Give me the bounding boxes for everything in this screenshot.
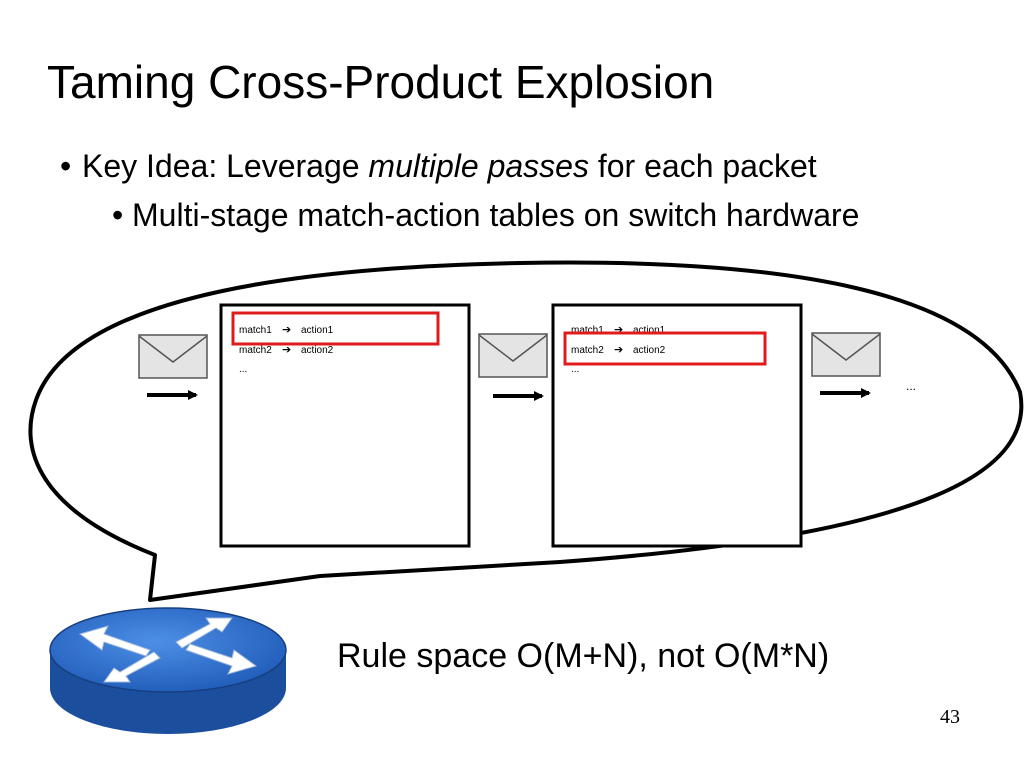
bullet-key-idea-text-before: Key Idea: Leverage [82,148,369,184]
table2-row2-match: match2 [571,345,604,356]
bullet-key-idea: • Key Idea: Leverage multiple passes for … [60,146,817,186]
rule-space-note: Rule space O(M+N), not O(M*N) [337,637,830,675]
speech-bubble [28,260,1024,602]
router-icon [49,607,287,734]
table2-row2-action: action2 [633,345,666,356]
trailing-ellipsis: ... [906,379,916,393]
table2-row1-match: match1 [571,325,604,336]
envelope-icon [811,332,881,377]
table2-ellipsis: ... [571,364,579,375]
match-action-table-2 [551,303,803,548]
table2-row2-arrow-icon: ➔ [614,343,623,356]
match-action-table-1 [219,303,471,548]
bullet-multi-stage-text: Multi-stage match-action tables on switc… [132,197,860,233]
table1-ellipsis: ... [239,364,247,375]
table1-row1-match: match1 [239,325,272,336]
bullet-key-idea-emphasis: multiple passes [368,148,589,184]
envelope-icon [478,333,548,378]
bullet-glyph: • [112,197,124,233]
table1-highlight-box [231,311,440,346]
table2-row1-arrow-icon: ➔ [614,323,623,336]
table1-row2-action: action2 [301,345,334,356]
slide-title: Taming Cross-Product Explosion [47,56,715,108]
bullet-multi-stage: •Multi-stage match-action tables on swit… [112,195,859,235]
bullet-key-idea-text-after: for each packet [588,148,817,184]
table1-row2-match: match2 [239,345,272,356]
bullet-glyph: • [60,148,72,184]
table2-row1-action: action1 [633,325,666,336]
page-number: 43 [940,706,960,728]
table1-row2-arrow-icon: ➔ [282,343,291,356]
table1-row1-arrow-icon: ➔ [282,323,291,336]
envelope-icon [138,334,208,379]
table1-row1-action: action1 [301,325,334,336]
table2-highlight-box [563,331,767,366]
